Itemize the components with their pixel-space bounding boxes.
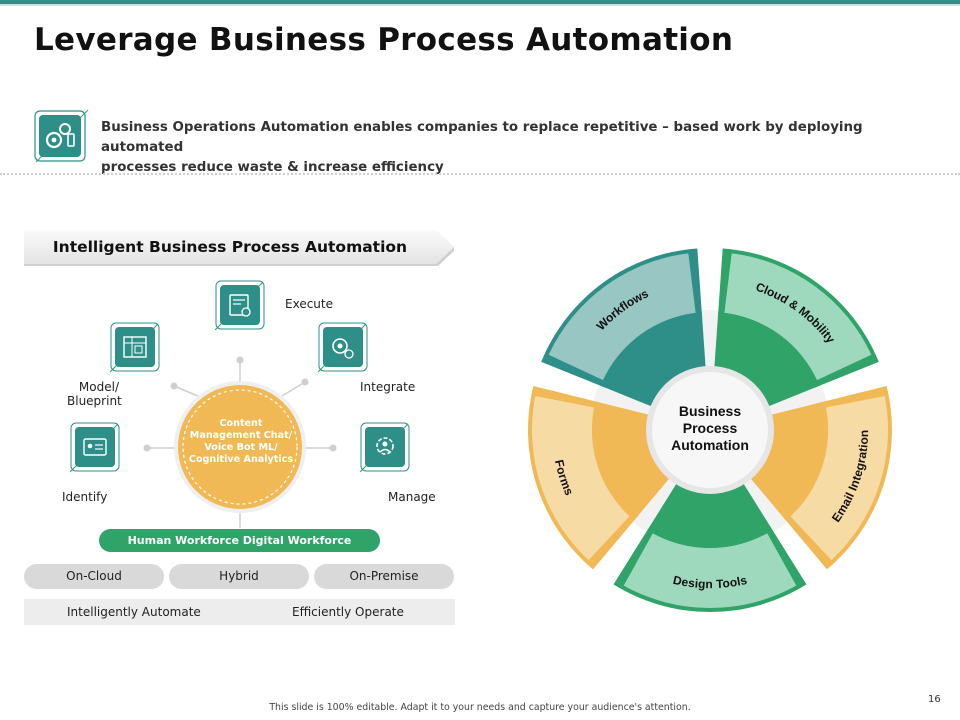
wheel-segment-band-3	[790, 396, 888, 561]
hub-center-line-1: Content	[219, 418, 263, 429]
wheel-segment-band-2	[724, 253, 872, 381]
spoke-model	[173, 385, 199, 397]
wheel-label-4: Design Tools	[672, 573, 749, 591]
label-integrate: Integrate	[360, 380, 416, 394]
pill-on-cloud: On-Cloud	[24, 564, 164, 589]
banner-title: Intelligent Business Process Automation	[52, 238, 408, 256]
outcome-intelligently-automate: Intelligently Automate	[67, 605, 201, 619]
gears-icon	[332, 338, 354, 359]
top-accent-bar	[0, 0, 960, 4]
hub-diagram	[143, 356, 337, 528]
document-gear-icon	[229, 294, 251, 317]
wheel-segment-inner-5	[592, 401, 672, 521]
spoke-integrate	[281, 381, 306, 397]
label-identify: Identify	[62, 490, 108, 504]
integrate-tile	[317, 322, 368, 373]
identify-tile	[69, 422, 120, 473]
wheel-segment-inner-2	[714, 312, 820, 408]
hub-center-line-4: Cognitive Analytics	[188, 454, 294, 465]
footer-note: This slide is 100% editable. Adapt it to…	[269, 702, 691, 713]
id-card-icon	[83, 438, 107, 456]
label-manage: Manage	[388, 490, 436, 504]
hub-center-line-3: Voice Bot ML/	[204, 442, 278, 453]
pill-hybrid: Hybrid	[169, 564, 309, 589]
intro-text: Business Operations Automation enables c…	[101, 118, 941, 178]
outcome-efficiently-operate: Efficiently Operate	[292, 605, 404, 619]
outcomes-strip	[24, 599, 455, 625]
pill-on-premise: On-Premise	[314, 564, 454, 589]
page-number: 16	[928, 694, 941, 705]
wheel-segment-inner-3	[748, 401, 828, 521]
top-accent-bar-light	[0, 4, 960, 6]
wheel-segment-inner-1	[600, 312, 706, 408]
wheel-center-line-2: Process	[683, 420, 738, 436]
wheel-center-line-1: Business	[679, 403, 741, 419]
slide-title: Leverage Business Process Automation	[34, 22, 734, 58]
hub-center-circle	[178, 385, 302, 509]
model-tile	[109, 322, 160, 373]
section-divider	[0, 173, 960, 175]
wheel-segment-band-4	[623, 533, 797, 608]
automation-gear-icon	[34, 109, 89, 163]
manage-tile	[359, 422, 410, 473]
execute-tile	[214, 280, 265, 331]
label-model-line-2: Blueprint	[67, 394, 122, 408]
workforce-bar: Human Workforce Digital Workforce	[99, 529, 380, 552]
user-gear-icon	[376, 437, 394, 455]
blueprint-icon	[123, 336, 147, 358]
intro-line-2: processes reduce waste & increase effici…	[101, 160, 444, 175]
banner-arrow-shape	[24, 230, 454, 266]
hub-center-line-2: Management Chat/	[189, 430, 293, 441]
wheel-center-line-3: Automation	[671, 437, 749, 453]
hub-center-text: Content Management Chat/ Voice Bot ML/ C…	[180, 418, 302, 466]
wheel-segment-band-5	[532, 396, 630, 561]
label-model-line-1: Model/	[78, 380, 119, 394]
intro-line-1: Business Operations Automation enables c…	[101, 120, 863, 155]
wheel-segment-inner-4	[647, 480, 773, 548]
label-execute: Execute	[285, 297, 333, 311]
wheel-segment-band-1	[548, 253, 696, 381]
wheel-center-circle	[652, 372, 768, 488]
label-model: Model/ Blueprint	[67, 380, 122, 408]
